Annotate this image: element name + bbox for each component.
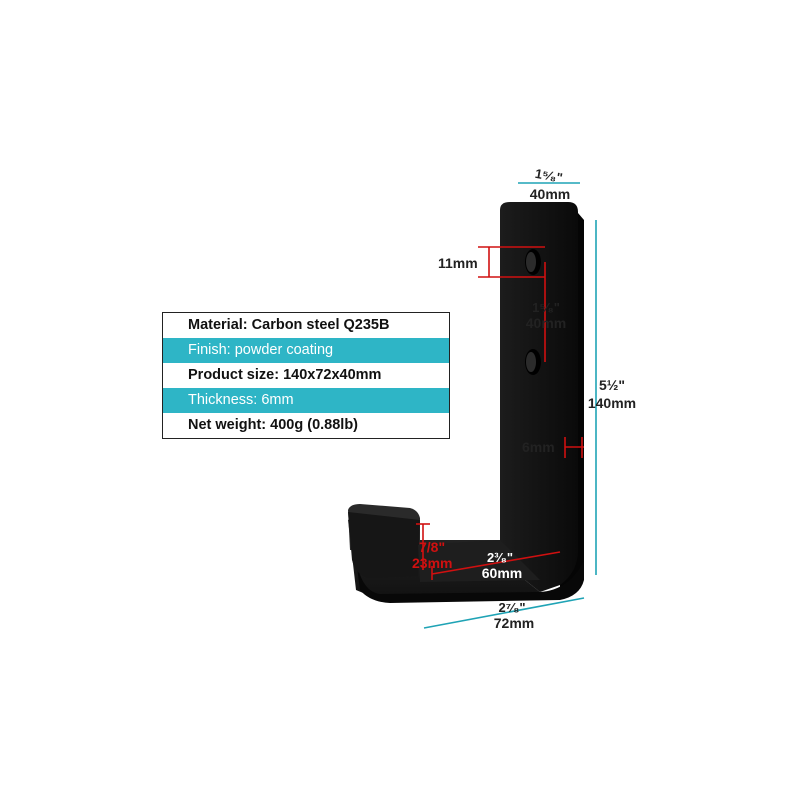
spec-row-weight: Net weight: 400g (0.88lb) [163,413,449,438]
height-mm-label: 140mm [588,395,636,411]
hook-image [348,202,584,603]
hole-spacing-inch-label: 1⁵⁄₈" [532,300,560,315]
spec-row-material: Material: Carbon steel Q235B [163,313,449,338]
hole-spacing-mm-label: 40mm [526,315,566,331]
inner-depth-mm-label: 60mm [482,565,522,581]
depth-mm-label: 72mm [494,615,534,631]
width-top-inch-label: 1⁵⁄₈" [534,166,564,186]
hole-diameter-label: 11mm [438,255,478,271]
spec-row-thickness: Thickness: 6mm [163,388,449,413]
inner-depth-inch-label: 2³⁄₈" [487,550,513,565]
lip-height-inch-label: 7/8" [419,539,445,555]
depth-inch-label: 2⁷⁄₈" [498,600,525,615]
red-dimension-lines [416,246,584,580]
teal-dimension-lines [423,182,597,629]
height-inch-label: 5½" [599,377,625,393]
spec-row-finish: Finish: powder coating [163,338,449,363]
lip-height-mm-label: 23mm [412,555,452,571]
thickness-label: 6mm [522,439,555,455]
spec-row-size: Product size: 140x72x40mm [163,363,449,388]
spec-table: Material: Carbon steel Q235B Finish: pow… [162,312,450,439]
width-top-mm-label: 40mm [530,186,570,202]
